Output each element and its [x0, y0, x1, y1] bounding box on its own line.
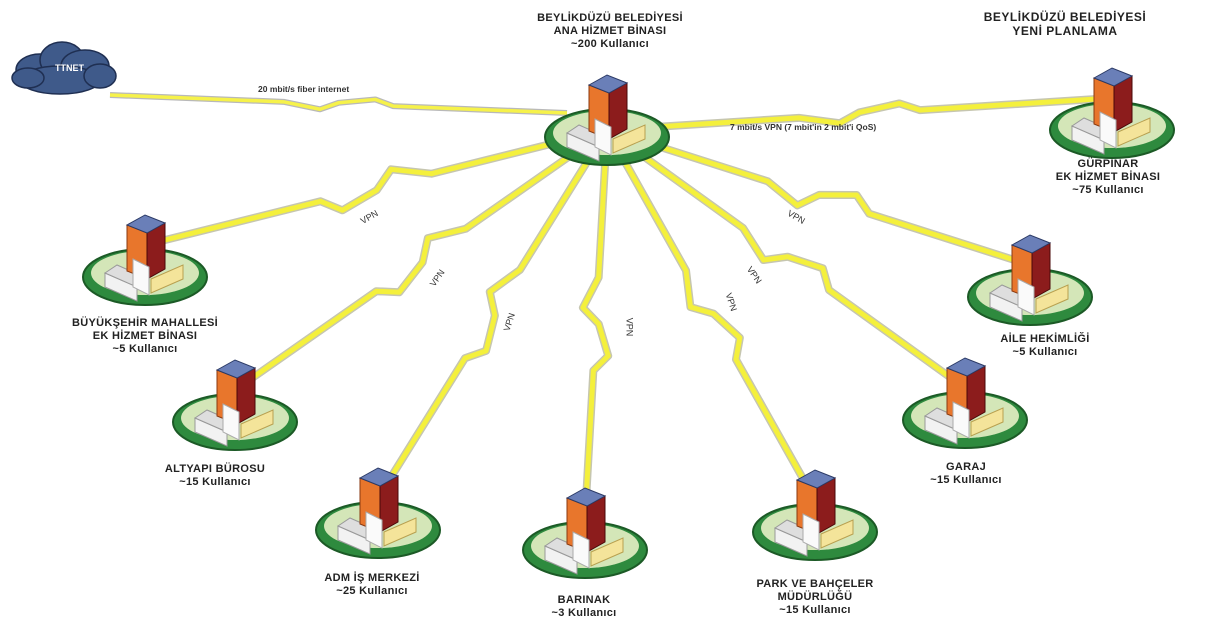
building-wing [612, 124, 646, 154]
plan-title: BEYLİKDÜZÜ BELEDİYESİ YENİ PLANLAMA [984, 10, 1147, 38]
barinak-building-icon [522, 487, 648, 579]
hub-label-users: ~200 Kullanıcı [571, 38, 649, 50]
site-label-gurpinar: GÜRPINAR EK HİZMET BİNASI ~75 Kullanıcı [1056, 158, 1160, 197]
site-name-line2: MÜDÜRLÜĞÜ [777, 591, 853, 603]
building-wing [590, 537, 624, 567]
adm-building-icon [315, 467, 441, 559]
building-wing [240, 409, 274, 439]
buyuksehir-building-icon [82, 214, 208, 306]
site-label-park: PARK VE BAHÇELER MÜDÜRLÜĞÜ ~15 Kullanıcı [756, 578, 873, 617]
building-wing [820, 519, 854, 549]
site-name: GARAJ [945, 461, 986, 473]
hub-label: BEYLİKDÜZÜ BELEDİYESİ ANA HİZMET BİNASI … [537, 12, 683, 51]
links-layer [109, 92, 1113, 519]
cloud-icon [11, 41, 117, 95]
vpn-link-adm [375, 128, 610, 500]
vpn-link-garaj [605, 127, 967, 391]
park-building-icon [752, 469, 878, 561]
building-facade [802, 513, 820, 551]
site-users: ~15 Kullanıcı [930, 474, 1002, 486]
site-users: ~3 Kullanıcı [551, 607, 617, 619]
site-label-barinak: BARINAK ~3 Kullanıcı [551, 594, 616, 620]
plan-title-line2: YENİ PLANLAMA [1012, 24, 1118, 38]
site-users: ~15 Kullanıcı [779, 604, 851, 616]
tower-roof [1010, 234, 1052, 254]
site-name: BÜYÜKŞEHİR MAHALLESİ [72, 317, 218, 329]
building-facade [222, 403, 240, 441]
vpn-link-buyuksehir [144, 127, 608, 248]
hub-label-line1: BEYLİKDÜZÜ BELEDİYESİ [537, 12, 683, 24]
altyapi-building-icon [172, 359, 298, 451]
vpn-link-altyapi [233, 127, 609, 393]
building-facade [132, 258, 150, 296]
site-name: BARINAK [557, 594, 611, 606]
tower-roof [358, 467, 400, 487]
building-facade [365, 511, 383, 549]
tower-roof [1092, 67, 1134, 87]
site-label-adm: ADM İŞ MERKEZİ ~25 Kullanıcı [324, 572, 419, 598]
gurpinar-link-label: 7 mbit/s VPN (7 mbit'in 2 mbit'i QoS) [730, 122, 877, 132]
tower-roof [795, 469, 837, 489]
building-facade [572, 531, 590, 569]
tower-roof [125, 214, 167, 234]
aile-building-icon [967, 234, 1093, 326]
internet-link-label: 20 mbit/s fiber internet [258, 84, 350, 94]
tower-roof [215, 359, 257, 379]
site-users: ~5 Kullanıcı [1012, 346, 1078, 358]
building-facade [1099, 111, 1117, 149]
gurpinar-building-icon [1049, 67, 1175, 159]
hub-building-icon [544, 74, 670, 166]
building-wing [1035, 284, 1069, 314]
building-facade [1017, 278, 1035, 316]
site-name: AİLE HEKİMLİĞİ [1000, 333, 1090, 345]
vpn-link-barinak [580, 129, 611, 519]
site-users: ~25 Kullanıcı [336, 585, 408, 597]
vpn-link-aile [606, 127, 1031, 268]
building-facade [952, 401, 970, 439]
internet-link [109, 93, 568, 115]
site-name: PARK VE BAHÇELER [756, 578, 874, 590]
hub-label-line2: ANA HİZMET BİNASI [553, 25, 667, 37]
tower-roof [587, 74, 629, 94]
site-label-aile: AİLE HEKİMLİĞİ ~5 Kullanıcı [1000, 333, 1089, 359]
site-name-line2: EK HİZMET BİNASI [92, 330, 198, 342]
site-users: ~75 Kullanıcı [1072, 184, 1144, 196]
tower-roof [565, 487, 607, 507]
building-facade [594, 118, 612, 156]
tower-roof [945, 357, 987, 377]
garaj-building-icon [902, 357, 1028, 449]
building-wing [150, 264, 184, 294]
site-name: ALTYAPI BÜROSU [164, 463, 266, 475]
vpn-link-gurpinar [606, 95, 1113, 133]
vpn-link-park [604, 128, 818, 502]
site-users: ~5 Kullanıcı [112, 343, 178, 355]
site-label-garaj: GARAJ ~15 Kullanıcı [930, 461, 1001, 487]
site-name-line2: EK HİZMET BİNASI [1055, 171, 1161, 183]
site-label-altyapi: ALTYAPI BÜROSU ~15 Kullanıcı [165, 463, 265, 489]
site-label-buyuksehir: BÜYÜKŞEHİR MAHALLESİ EK HİZMET BİNASI ~5… [72, 317, 218, 356]
site-name: ADM İŞ MERKEZİ [324, 572, 420, 584]
plan-title-line1: BEYLİKDÜZÜ BELEDİYESİ [983, 10, 1147, 24]
building-wing [1117, 117, 1151, 147]
cloud-label: TTNET [55, 63, 84, 73]
site-users: ~15 Kullanıcı [179, 476, 251, 488]
site-name: GÜRPINAR [1077, 158, 1139, 170]
building-wing [970, 407, 1004, 437]
vpn-label-barinak: VPN [624, 317, 635, 337]
building-wing [383, 517, 417, 547]
cloud-part [11, 67, 45, 89]
cloud-part [83, 63, 117, 89]
